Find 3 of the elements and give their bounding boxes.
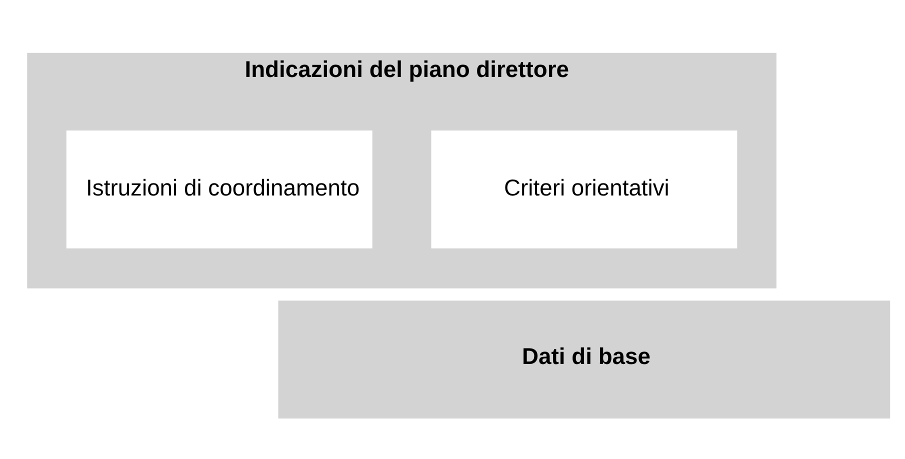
node-box: Criteri orientativi: [431, 130, 738, 248]
node-box: Istruzioni di coordinamento: [66, 130, 372, 248]
node-box: Dati di base: [278, 300, 890, 418]
